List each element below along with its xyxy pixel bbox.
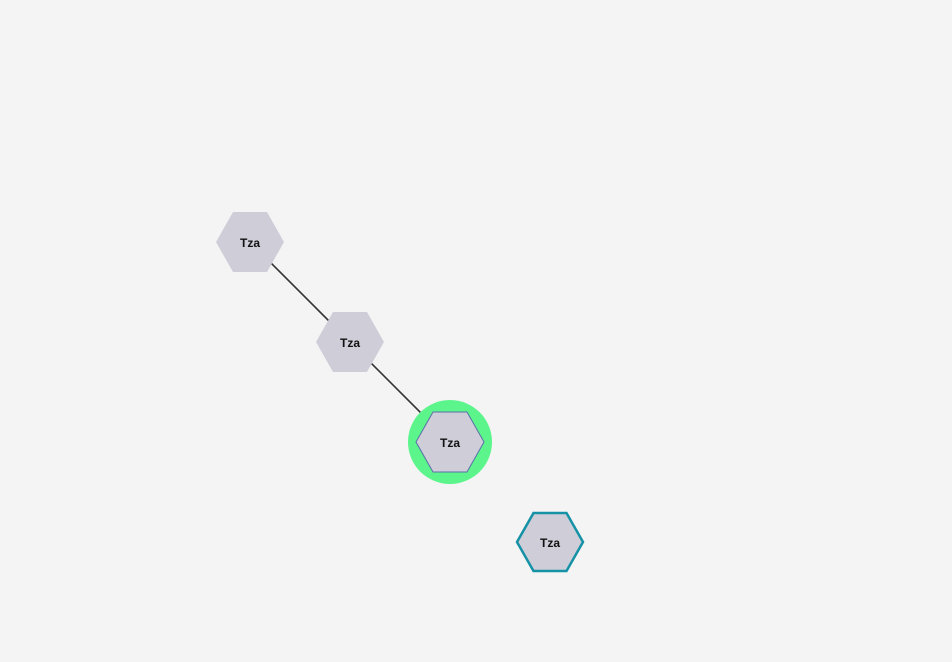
node-label: Tza xyxy=(340,336,360,350)
graph-node-n4[interactable]: Tza xyxy=(515,511,585,573)
hexagon-shape xyxy=(216,212,284,272)
node-label: Tza xyxy=(240,236,260,250)
graph-node-n1[interactable]: Tza xyxy=(216,212,284,272)
node-label: Tza xyxy=(440,436,460,450)
graph-node-n2[interactable]: Tza xyxy=(316,312,384,372)
hexagon-shape xyxy=(515,511,585,573)
graph-node-n3[interactable]: Tza xyxy=(408,400,492,484)
hexagon-shape xyxy=(316,312,384,372)
hexagon-shape xyxy=(415,411,485,473)
node-label: Tza xyxy=(540,536,560,550)
